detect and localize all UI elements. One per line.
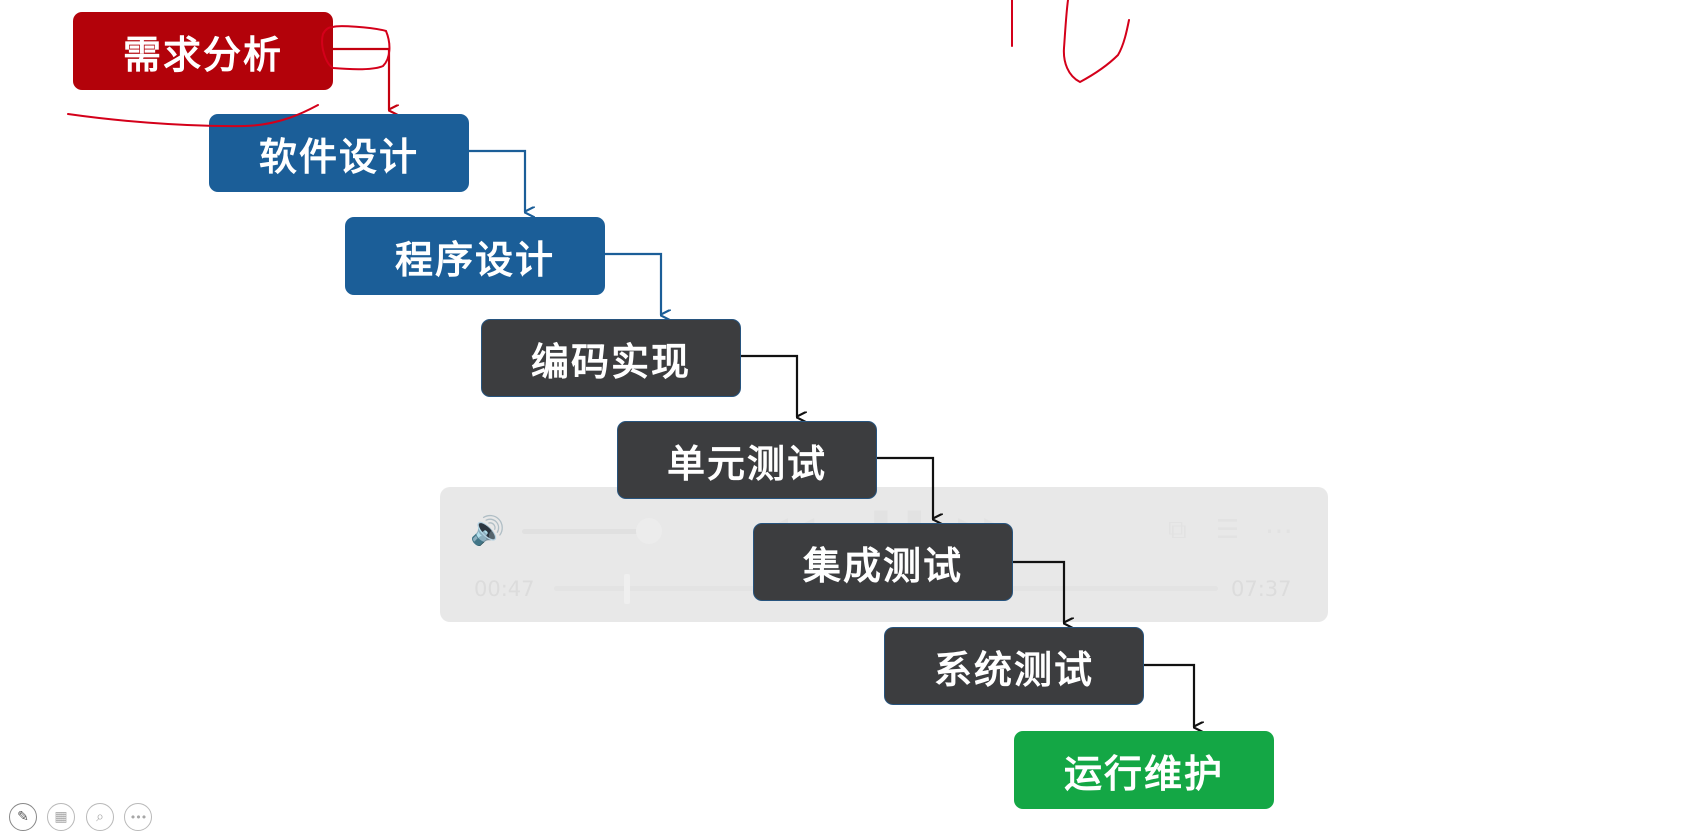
connector-3	[605, 252, 661, 315]
picture-in-picture-icon[interactable]: ⧉	[1168, 515, 1187, 545]
step-program-design: 程序设计	[345, 217, 605, 295]
connector-4	[741, 354, 797, 417]
more-options-icon[interactable]: ⋯	[1265, 514, 1293, 547]
step-operation-maintenance: 运行维护	[1014, 731, 1274, 809]
pen-icon[interactable]: ✎	[9, 803, 37, 831]
volume-icon[interactable]: 🔊	[470, 514, 505, 547]
step-unit-testing: 单元测试	[617, 421, 877, 499]
step-coding: 编码实现	[481, 319, 741, 397]
volume-slider[interactable]	[522, 529, 652, 534]
zoom-icon[interactable]: ⌕	[86, 803, 114, 831]
connector-7	[1144, 663, 1194, 727]
total-time: 07:37	[1231, 577, 1292, 601]
step-software-design: 软件设计	[209, 114, 469, 192]
step-integration-testing: 集成测试	[753, 523, 1013, 601]
current-time: 00:47	[474, 577, 535, 601]
connector-1	[333, 47, 389, 110]
slides-icon[interactable]: ▦	[47, 803, 75, 831]
more-icon[interactable]: •••	[124, 803, 152, 831]
volume-slider-knob[interactable]	[636, 518, 662, 544]
connector-2	[469, 149, 525, 212]
ink-hook-arrow	[1062, 0, 1130, 84]
subtitles-icon[interactable]: ☰	[1216, 515, 1240, 545]
seek-bar-handle[interactable]	[624, 574, 630, 604]
step-system-testing: 系统测试	[884, 627, 1144, 705]
step-requirements-analysis: 需求分析	[73, 12, 333, 90]
